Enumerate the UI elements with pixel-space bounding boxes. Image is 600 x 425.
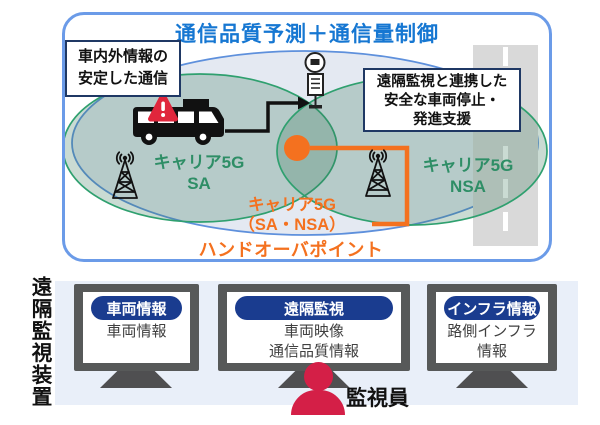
screen-body-text: 車両映像 通信品質情報 [268,323,359,360]
screen-header-badge: 遠隔監視 [235,296,393,320]
handover-point-dot [284,135,310,161]
monitor-infra-info: インフラ情報 路側インフラ 情報 [427,284,557,371]
screen-body-text: 路側インフラ 情報 [447,323,537,360]
diagram-title: 通信品質予測＋通信量制御 [175,23,439,46]
monitor-screen: 車両情報 車両情報 [83,292,190,363]
remote-monitoring-device-label: 遠隔監視装置 [28,276,51,408]
bus-stop-sign-icon [304,52,326,109]
operator-icon [304,362,333,391]
carrier-5g-sa-label: キャリア5G SA [153,153,245,194]
warning-icon [148,92,178,122]
monitor-stand [100,371,172,388]
screen-header-badge: インフラ情報 [444,296,540,320]
monitor-screen: 遠隔監視 車両映像 通信品質情報 [227,292,401,363]
remote-stop-callout: 遠隔監視と連携した 安全な車両停止・ 発進支援 [363,68,521,132]
monitor-remote-surveillance: 遠隔監視 車両映像 通信品質情報 [218,284,410,371]
handover-title: キャリア5G （SA・NSA） [238,196,346,234]
screen-body-text: 車両情報 [106,323,167,340]
coverage-diagram: 通信品質予測＋通信量制御 車内外情報の 安定した通信 遠隔監視と連携した 安全な… [62,12,552,262]
stable-comm-callout: 車内外情報の 安定した通信 [65,40,181,97]
carrier-5g-nsa-label: キャリア5G NSA [422,156,514,197]
handover-subtitle: ハンドオーバポイント [198,240,384,260]
screen-header-badge: 車両情報 [91,296,182,320]
handover-connector-line [310,145,410,227]
operator-label: 監視員 [346,387,409,410]
bus-route-arrow [225,96,310,133]
monitor-vehicle-info: 車両情報 車両情報 [74,284,199,371]
monitor-screen: インフラ情報 路側インフラ 情報 [436,292,548,363]
monitor-stand [456,371,528,388]
